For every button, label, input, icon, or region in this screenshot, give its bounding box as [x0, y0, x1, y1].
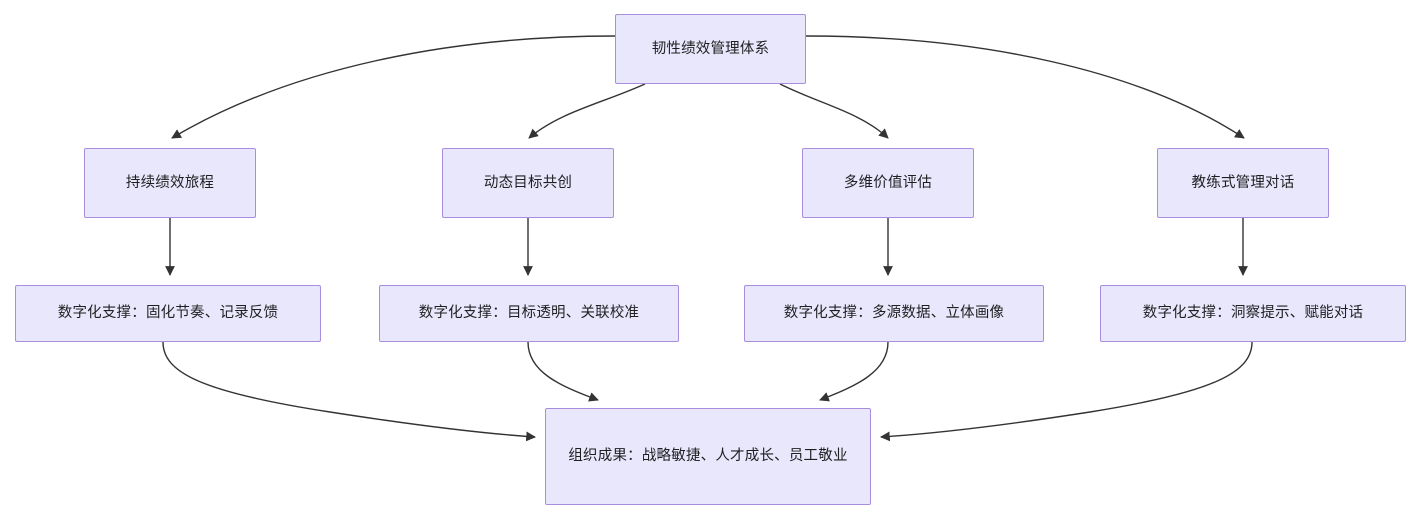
node-pillar-3[interactable]: 多维价值评估 [802, 148, 974, 218]
node-pillar-2[interactable]: 动态目标共创 [442, 148, 614, 218]
edge-digital-2-to-outcome [527, 341, 599, 402]
node-outcome-label: 组织成果：战略敏捷、人才成长、员工敬业 [568, 448, 848, 465]
node-pillar-1[interactable]: 持续绩效旅程 [84, 148, 256, 218]
node-pillar-2-label: 动态目标共创 [483, 174, 573, 191]
edge-digital-4-to-outcome [880, 341, 1253, 442]
node-digital-support-4-label: 数字化支撑：洞察提示、赋能对话 [1142, 305, 1364, 322]
node-digital-support-4[interactable]: 数字化支撑：洞察提示、赋能对话 [1100, 285, 1406, 342]
node-outcome[interactable]: 组织成果：战略敏捷、人才成长、员工敬业 [545, 408, 871, 505]
edge-root-to-pillar-1 [171, 35, 616, 139]
node-pillar-4[interactable]: 教练式管理对话 [1157, 148, 1329, 218]
node-digital-support-2-label: 数字化支撑：目标透明、关联校准 [418, 305, 640, 322]
node-digital-support-1[interactable]: 数字化支撑：固化节奏、记录反馈 [15, 285, 321, 342]
edge-root-to-pillar-2 [528, 83, 646, 139]
node-pillar-1-label: 持续绩效旅程 [125, 174, 215, 191]
node-pillar-4-label: 教练式管理对话 [1191, 174, 1295, 191]
node-pillar-3-label: 多维价值评估 [843, 174, 933, 191]
node-root[interactable]: 韧性绩效管理体系 [615, 14, 806, 84]
node-digital-support-3[interactable]: 数字化支撑：多源数据、立体画像 [744, 285, 1044, 342]
node-digital-support-3-label: 数字化支撑：多源数据、立体画像 [783, 305, 1005, 322]
node-digital-support-2[interactable]: 数字化支撑：目标透明、关联校准 [379, 285, 679, 342]
node-root-label: 韧性绩效管理体系 [651, 40, 770, 57]
edge-digital-3-to-outcome [819, 341, 889, 402]
node-digital-support-1-label: 数字化支撑：固化节奏、记录反馈 [57, 305, 279, 322]
edge-digital-1-to-outcome [162, 341, 536, 442]
edge-root-to-pillar-4 [805, 35, 1245, 139]
edge-root-to-pillar-3 [779, 83, 889, 139]
